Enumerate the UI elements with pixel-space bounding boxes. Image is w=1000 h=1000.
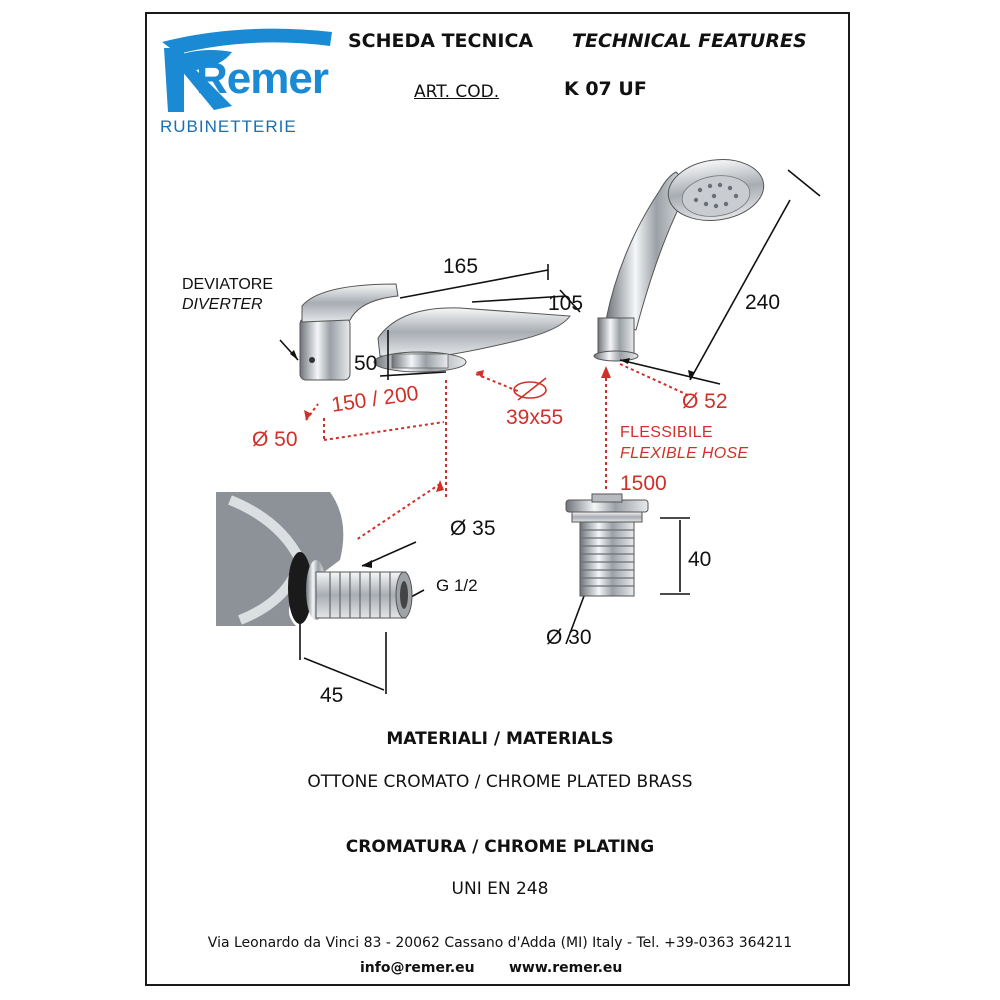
dimension-105: 105 [548,292,584,315]
footer-address: Via Leonardo da Vinci 83 - 20062 Cassano… [207,935,793,951]
threaded-fitting-illustration [565,493,649,597]
dimension-diameter-52: Ø 52 [682,390,728,413]
art-code-value: K 07 UF [564,78,647,100]
diverter-label-en: DIVERTER [182,296,263,313]
dimension-240: 240 [745,291,781,314]
hose-length-1500: 1500 [620,472,667,495]
dimension-45: 45 [320,684,344,707]
materials-value: OTTONE CROMATO / CHROME PLATED BRASS [307,772,693,792]
dimension-hole-39x55: 39x55 [506,406,564,429]
hand-shower-illustration [593,159,765,362]
diverter-illustration [299,283,399,381]
connector-illustration [216,492,413,626]
dimension-diameter-35: Ø 35 [450,517,496,540]
dimension-40: 40 [688,548,712,571]
dimension-lines [279,169,821,694]
dimension-165: 165 [443,255,479,278]
dimension-diameter-50: Ø 50 [252,428,298,451]
hose-label-it: FLESSIBILE [620,424,713,441]
materials-title: MATERIALI / MATERIALS [386,729,614,749]
red-guide-lines [305,363,691,541]
scheda-tecnica-heading: SCHEDA TECNICA [348,30,534,52]
footer-website[interactable]: www.remer.eu [509,960,623,976]
art-cod-label: ART. COD. [414,82,500,102]
dimension-diameter-30: Ø 30 [546,626,592,649]
hole-symbol [513,377,547,401]
plating-title: CROMATURA / CHROME PLATING [345,837,655,857]
remer-logo [162,28,332,112]
red-guide-arrows [304,366,611,492]
dimension-50-height: 50 [354,352,378,375]
spout-illustration [373,307,571,373]
brand-subtitle: RUBINETTERIE [160,117,297,136]
plating-value: UNI EN 248 [451,879,549,899]
brand-name: Remer [196,54,329,103]
thread-g-1-2: G 1/2 [436,576,478,595]
footer-email[interactable]: info@remer.eu [360,960,475,976]
diverter-label-it: DEVIATORE [182,276,273,293]
technical-features-heading: TECHNICAL FEATURES [572,30,807,52]
hose-label-en: FLEXIBLE HOSE [620,445,749,462]
